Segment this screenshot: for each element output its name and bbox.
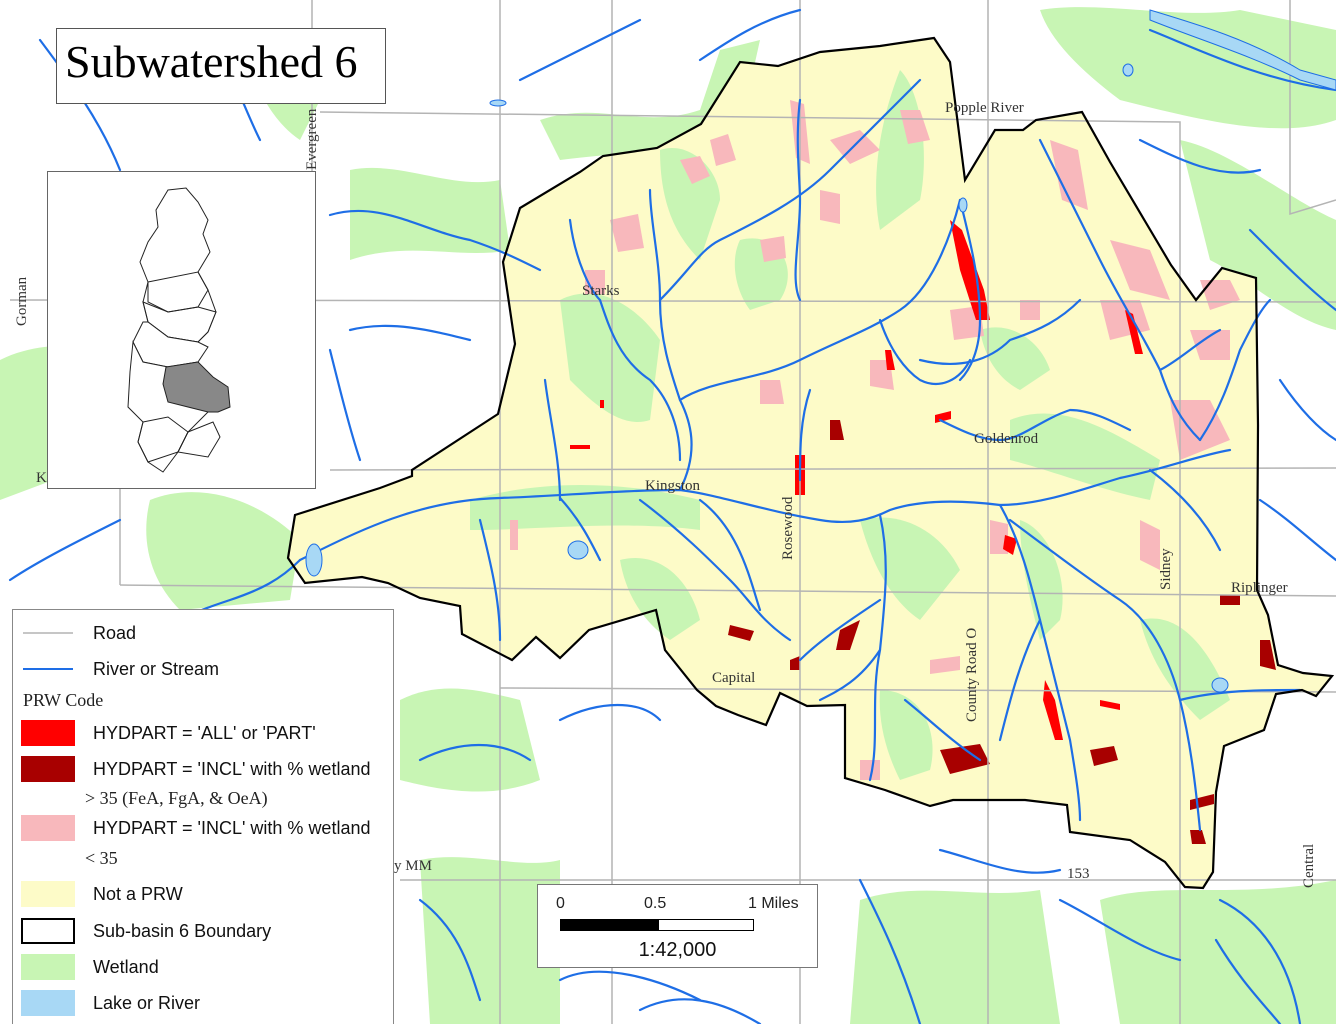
not-prw-swatch — [21, 881, 75, 907]
label-kingston: Kingston — [645, 478, 701, 494]
basin-wetland-areas — [470, 70, 1230, 780]
prw-incl-high-areas — [728, 420, 1276, 844]
map-title: Subwatershed 6 — [65, 36, 358, 87]
label-gorman: Gorman — [14, 276, 30, 326]
label-k: K — [36, 470, 47, 486]
scale-tick-0: 0 — [556, 895, 565, 912]
label-riplinger: Riplinger — [1231, 580, 1288, 596]
scale-tick-end: 1 Miles — [748, 895, 799, 912]
label-sidney: Sidney — [1158, 548, 1174, 590]
label-153: 153 — [1067, 866, 1090, 882]
subbasin-6-boundary — [286, 36, 1335, 890]
scale-bar: 0 0.5 1 Miles 1:42,000 — [537, 884, 818, 968]
prw-all-part-areas — [570, 220, 1143, 740]
subbasin-6-area — [288, 38, 1332, 888]
label-capital: Capital — [712, 670, 756, 686]
rivers-streams — [8, 8, 1336, 1024]
hyd-incl-lt-swatch — [21, 815, 75, 841]
label-popple-river: Popple River — [945, 100, 1024, 116]
scale-bar-black — [560, 919, 658, 931]
legend-heading-prw-code: PRW Code — [23, 690, 104, 710]
label-rosewood: Rosewood — [780, 496, 796, 560]
scale-bar-white — [658, 919, 754, 931]
scale-tick-mid: 0.5 — [644, 895, 667, 912]
legend-hyd-incl-lt-cont: < 35 — [85, 848, 118, 868]
inset-watershed-outline — [127, 187, 231, 473]
wetland-swatch — [21, 954, 75, 980]
river-line-swatch — [23, 668, 73, 670]
lakes — [305, 9, 1336, 693]
label-starks: Starks — [582, 283, 620, 299]
lake-swatch — [21, 990, 75, 1016]
hyd-incl-gt-swatch — [21, 756, 75, 782]
label-evergreen: Evergreen — [304, 108, 320, 170]
label-hwy-mm: y MM — [394, 858, 432, 874]
label-central: Central — [1301, 843, 1317, 888]
label-county-road-o: County Road O — [964, 627, 980, 722]
inset-locator-map — [47, 171, 316, 489]
scale-ratio: 1:42,000 — [638, 939, 717, 961]
map-legend: Road River or Stream PRW Code HYDPART = … — [12, 609, 394, 1024]
boundary-swatch — [21, 918, 75, 944]
road-line-swatch — [23, 632, 73, 634]
label-goldenrod: Goldenrod — [974, 431, 1039, 447]
map-title-box: Subwatershed 6 — [56, 28, 386, 104]
hyd-all-swatch — [21, 720, 75, 746]
legend-hyd-incl-gt-cont: > 35 (FeA, FgA, & OeA) — [85, 788, 268, 808]
